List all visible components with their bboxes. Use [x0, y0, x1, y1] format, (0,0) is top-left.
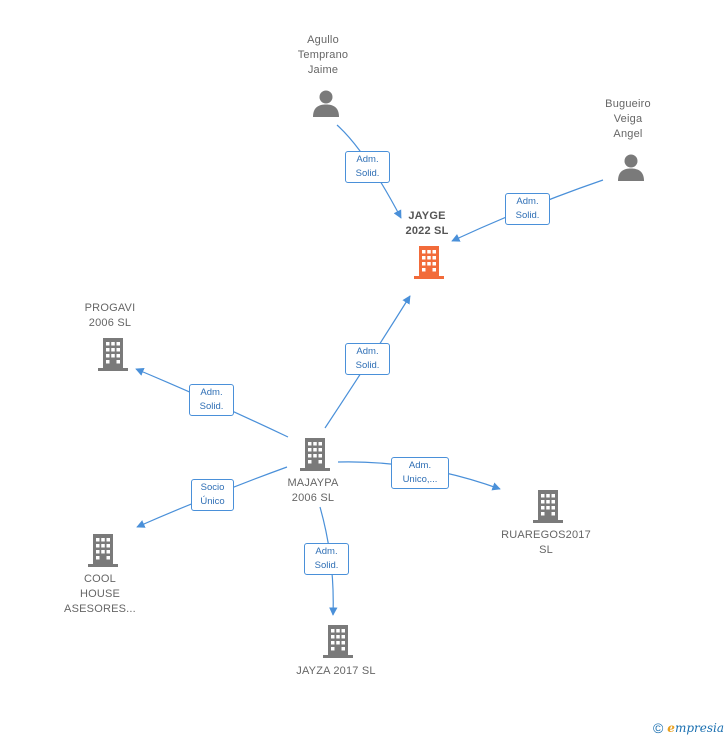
- edge-label-majaypa-jayge[interactable]: Adm. Solid.: [345, 343, 390, 375]
- edge-label-majaypa-ruaregos[interactable]: Adm. Unico,...: [391, 457, 449, 489]
- node-label-majaypa[interactable]: MAJAYPA 2006 SL: [287, 477, 339, 504]
- edge-label-agullo-jayge[interactable]: Adm. Solid.: [345, 151, 390, 183]
- footer-brand: © empresia: [653, 720, 724, 736]
- person-icon[interactable]: [311, 88, 341, 118]
- brand-rest: mpresia: [674, 721, 724, 735]
- building-icon[interactable]: [86, 532, 120, 568]
- node-label-agullo[interactable]: Agullo Temprano Jaime: [297, 34, 349, 76]
- node-label-ruaregos[interactable]: RUAREGOS2017 SL: [501, 529, 591, 556]
- node-label-jayge[interactable]: JAYGE 2022 SL: [405, 210, 449, 237]
- edge-label-majaypa-jayza[interactable]: Adm. Solid.: [304, 543, 349, 575]
- building-icon[interactable]: [96, 336, 130, 372]
- building-icon[interactable]: [321, 623, 355, 659]
- building-icon[interactable]: [412, 244, 446, 280]
- node-label-coolhouse[interactable]: COOL HOUSE ASESORES...: [64, 573, 136, 615]
- edge-label-bugueiro-jayge[interactable]: Adm. Solid.: [505, 193, 550, 225]
- node-label-jayza[interactable]: JAYZA 2017 SL: [296, 665, 376, 677]
- building-icon[interactable]: [298, 436, 332, 472]
- copyright-symbol: ©: [652, 720, 664, 736]
- brand-initial: e: [667, 721, 675, 735]
- building-icon[interactable]: [531, 488, 565, 524]
- edge-label-majaypa-progavi[interactable]: Adm. Solid.: [189, 384, 234, 416]
- edge-label-majaypa-coolhouse[interactable]: Socio Único: [191, 479, 234, 511]
- person-icon[interactable]: [616, 152, 646, 182]
- empresia-logo[interactable]: empresia: [667, 721, 724, 735]
- node-label-bugueiro[interactable]: Bugueiro Veiga Angel: [605, 98, 651, 140]
- node-label-progavi[interactable]: PROGAVI 2006 SL: [84, 302, 136, 329]
